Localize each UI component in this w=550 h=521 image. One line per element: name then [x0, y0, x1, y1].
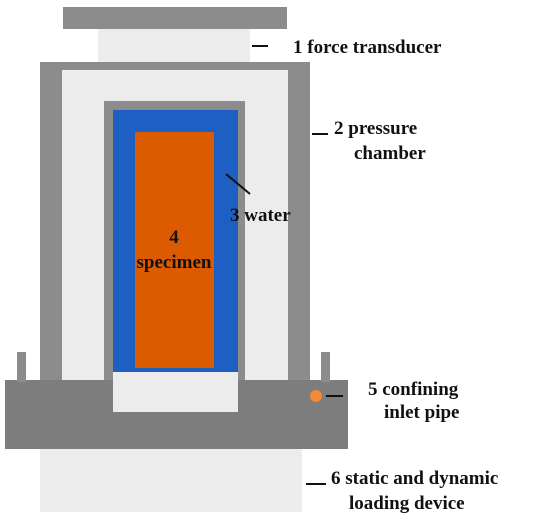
label-specimen: specimen — [137, 252, 212, 273]
loading-device — [40, 449, 302, 512]
label-inlet-pipe-line1: 5 confining — [368, 379, 459, 400]
inlet-pipe-port — [310, 390, 322, 402]
bottom-piston — [113, 372, 238, 412]
label-force-transducer: 1 force transducer — [293, 37, 442, 58]
label-specimen-number: 4 — [169, 227, 179, 248]
label-inlet-pipe-line2: inlet pipe — [384, 402, 459, 423]
left-post — [17, 352, 26, 382]
specimen — [135, 132, 214, 368]
force-transducer — [98, 29, 250, 62]
label-loading-device-line2: loading device — [349, 493, 465, 514]
top-plate — [63, 7, 287, 29]
label-pressure-chamber-line1: 2 pressure — [334, 118, 417, 139]
label-pressure-chamber-line2: chamber — [354, 143, 426, 164]
label-water: 3 water — [230, 205, 291, 226]
leader-water — [225, 173, 251, 195]
label-loading-device-line1: 6 static and dynamic — [331, 468, 498, 489]
right-post — [321, 352, 330, 382]
